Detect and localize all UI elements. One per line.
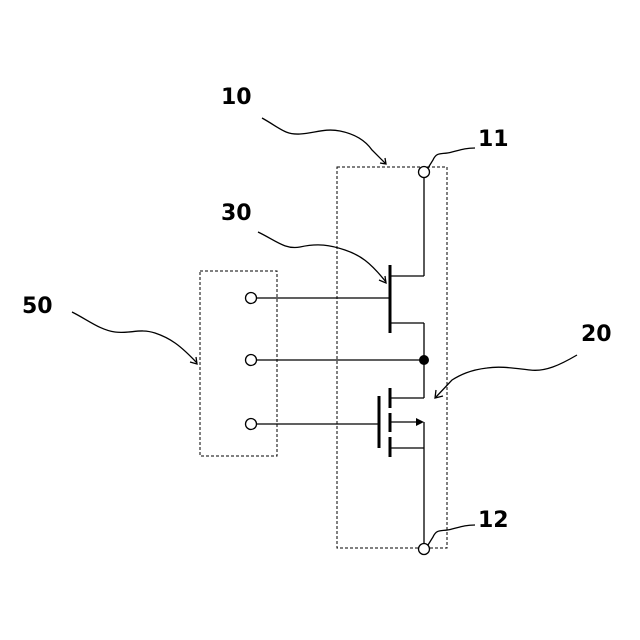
junction-dot	[419, 355, 429, 365]
driver-terminal-3	[246, 419, 257, 430]
driver-terminal-2	[246, 355, 257, 366]
leader-50-arrow-icon	[190, 357, 197, 364]
leader-12	[428, 525, 475, 545]
label-12: 12	[478, 508, 509, 533]
driver-terminal-1	[246, 293, 257, 304]
transistor-20-arrow-icon	[416, 418, 424, 426]
terminal-11	[419, 167, 430, 178]
label-10: 10	[221, 85, 252, 110]
label-20: 20	[581, 322, 612, 347]
leader-10	[262, 118, 386, 164]
terminal-12	[419, 544, 430, 555]
leader-50	[72, 312, 197, 363]
label-50: 50	[22, 294, 53, 319]
label-30: 30	[221, 201, 252, 226]
leader-11	[428, 148, 475, 168]
label-11: 11	[478, 127, 509, 152]
driver-50-box	[200, 271, 277, 456]
leader-20	[436, 355, 577, 397]
module-10-box	[337, 167, 447, 548]
